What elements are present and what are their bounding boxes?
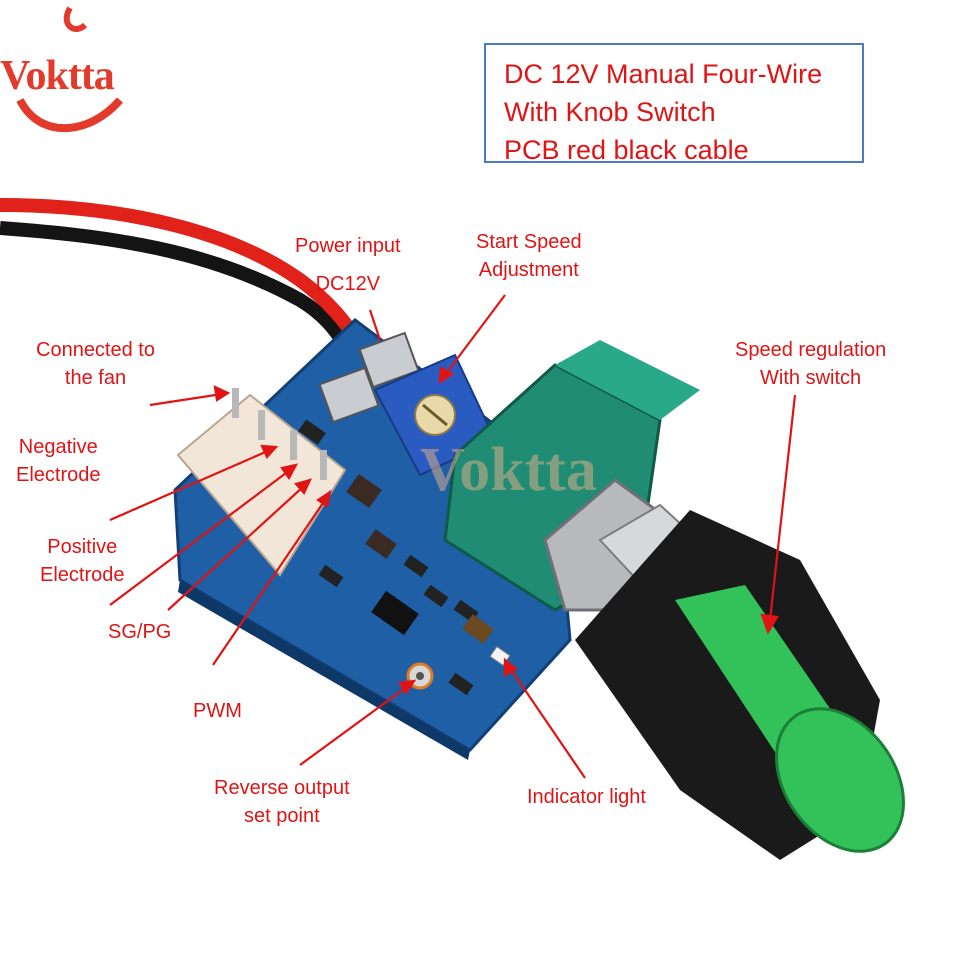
brand-logo: Voktta bbox=[0, 53, 115, 99]
label-speed-regulation-line2: With switch bbox=[760, 367, 862, 389]
label-connected-fan-line2: the fan bbox=[64, 367, 127, 389]
connector-pin-4 bbox=[320, 450, 327, 480]
connector-pin-3 bbox=[290, 430, 297, 460]
arrow-speed-regulation bbox=[768, 394, 797, 621]
smd-r1 bbox=[318, 564, 344, 588]
arrow-positive bbox=[109, 469, 291, 606]
arrow-reverse-output bbox=[299, 685, 409, 766]
arrow-connected-fan bbox=[149, 392, 223, 407]
label-start-speed-line2: Adjustment bbox=[478, 259, 579, 281]
label-reverse-output-line2: set point bbox=[244, 805, 320, 827]
label-reverse-output-line1: Reverse output bbox=[214, 777, 350, 799]
red-wire bbox=[0, 198, 366, 348]
label-pwm: PWM bbox=[193, 700, 242, 722]
smd-c3 bbox=[462, 614, 494, 644]
knob bbox=[575, 510, 905, 860]
arrow-pwm bbox=[212, 499, 326, 666]
arrow-indicator bbox=[509, 667, 586, 779]
arrowhead-negative bbox=[260, 444, 279, 459]
reverse-output-hole bbox=[416, 672, 424, 680]
ic1-chip bbox=[371, 590, 419, 636]
smd-c2 bbox=[365, 529, 397, 559]
logo-swoosh bbox=[16, 97, 124, 133]
label-positive-line1: Positive bbox=[47, 536, 118, 558]
smd-r3 bbox=[298, 419, 326, 445]
label-power-input: Power input DC12V bbox=[295, 232, 401, 298]
arrowhead-start-speed bbox=[438, 366, 455, 385]
arrow-sgpg bbox=[167, 485, 305, 611]
arrowhead-sgpg bbox=[294, 478, 313, 495]
label-positive-line2: Electrode bbox=[40, 564, 125, 586]
label-connected-fan-line1: Connected to bbox=[36, 339, 155, 361]
potentiometer-top bbox=[555, 340, 700, 420]
connector-pin-1 bbox=[232, 388, 239, 418]
terminal-pad-2 bbox=[318, 366, 380, 424]
logo-flame bbox=[63, 6, 88, 32]
label-power-input-line2: DC12V bbox=[315, 273, 381, 295]
arrowhead-indicator bbox=[503, 657, 518, 677]
label-reverse-output: Reverse output set point bbox=[214, 774, 350, 830]
title-line-1: DC 12V Manual Four-Wire bbox=[504, 59, 823, 89]
smd-r2 bbox=[403, 554, 429, 578]
terminal-pad-1 bbox=[358, 331, 420, 389]
label-positive: Positive Electrode bbox=[40, 533, 125, 589]
title-line-3: PCB red black cable bbox=[504, 135, 749, 165]
smd-r10 bbox=[448, 672, 474, 696]
black-wire bbox=[0, 221, 356, 357]
label-negative-line1: Negative bbox=[18, 436, 98, 458]
label-speed-regulation-line1: Speed regulation bbox=[735, 339, 887, 361]
knob-cap bbox=[775, 707, 905, 853]
label-power-input-line1: Power input bbox=[295, 235, 401, 257]
label-negative-line2: Electrode bbox=[16, 464, 101, 486]
arrowhead-positive bbox=[280, 463, 299, 481]
title-line-2: With Knob Switch bbox=[504, 97, 716, 127]
label-sgpg: SG/PG bbox=[108, 621, 172, 643]
smd-c1 bbox=[346, 473, 382, 509]
trimmer-slot bbox=[422, 403, 448, 427]
arrowhead-reverse-output bbox=[398, 679, 417, 696]
watermark-text: Voktta bbox=[420, 436, 597, 504]
label-negative: Negative Electrode bbox=[16, 433, 101, 489]
label-indicator: Indicator light bbox=[527, 786, 646, 808]
label-connected-fan: Connected to the fan bbox=[36, 336, 155, 392]
annotation-arrows bbox=[109, 294, 797, 779]
arrowhead-connected-fan bbox=[213, 385, 231, 402]
arrow-power-input bbox=[368, 309, 382, 341]
fan-connector bbox=[176, 393, 347, 577]
arrow-start-speed bbox=[444, 294, 506, 376]
label-speed-regulation: Speed regulation With switch bbox=[735, 336, 886, 392]
pcb-edge bbox=[178, 580, 470, 760]
arrowhead-pwm bbox=[316, 489, 332, 508]
smd-r4 bbox=[423, 584, 449, 608]
connector-pin-2 bbox=[258, 410, 265, 440]
label-start-speed: Start Speed Adjustment bbox=[476, 228, 582, 284]
arrow-negative bbox=[109, 448, 271, 522]
title-box: DC 12V Manual Four-Wire With Knob Switch… bbox=[484, 43, 864, 165]
arrowhead-speed-regulation bbox=[760, 613, 779, 635]
label-start-speed-line1: Start Speed bbox=[476, 231, 582, 253]
